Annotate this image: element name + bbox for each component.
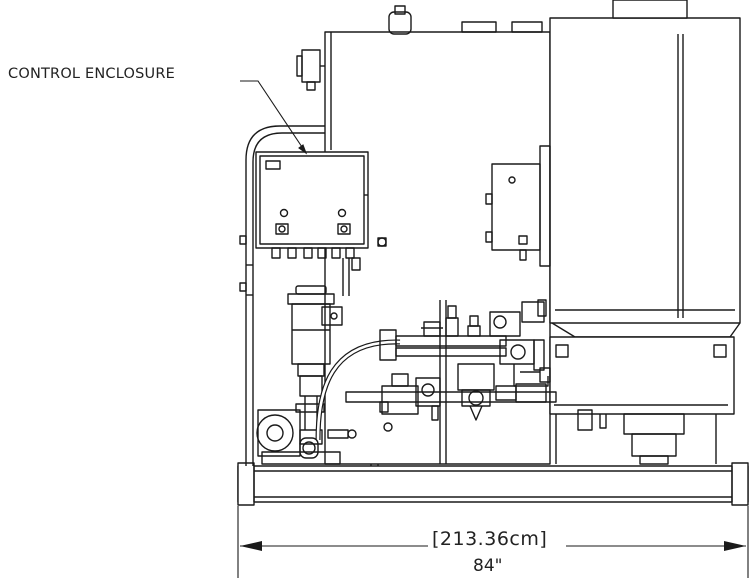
- callout-leader: [240, 80, 308, 155]
- side-box: [485, 145, 551, 267]
- control-enclosure-callout-label: CONTROL ENCLOSURE: [8, 66, 175, 82]
- dimension-line: [237, 506, 749, 578]
- dimension-metric-value: 213.36cm: [439, 528, 540, 550]
- control-enclosure: [255, 151, 387, 296]
- gas-train: [345, 299, 557, 432]
- dimension-imperial-label: 84": [473, 556, 503, 576]
- base-skid: [237, 462, 749, 506]
- dimension-metric-label: [213.36cm]: [432, 528, 548, 550]
- filter-pump: [256, 285, 401, 465]
- right-cabinet: [549, 0, 741, 465]
- top-valve: [296, 49, 325, 91]
